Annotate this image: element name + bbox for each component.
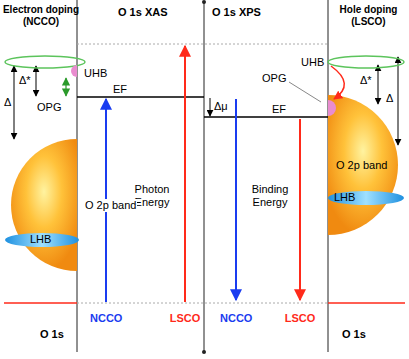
dotted-level	[77, 44, 328, 45]
band-shape: UHB	[290, 52, 407, 74]
band-shape: LHB	[326, 189, 407, 207]
figure-label: OPG	[37, 101, 61, 114]
gap-arrow	[378, 65, 379, 104]
band-shape: UHB	[3, 52, 110, 82]
core-level	[328, 302, 405, 304]
figure-label: LSCO	[169, 312, 201, 325]
line-dot	[202, 0, 206, 4]
figure-label: Hole doping (LSCO)	[330, 4, 407, 27]
figure-label: Binding Energy	[246, 183, 294, 208]
band-shape: LHB	[3, 231, 81, 249]
figure-label: Δμ	[214, 100, 228, 113]
core-level	[4, 302, 77, 304]
figure-label: LSCO	[284, 312, 316, 325]
band-label: O 2p band	[336, 159, 387, 172]
gap-arrow	[14, 66, 15, 139]
figure-label: O 1s	[342, 328, 366, 341]
gap-arrow	[398, 57, 399, 145]
figure-label: OPG	[262, 72, 286, 85]
figure-label: Δ*	[19, 74, 31, 87]
fermi-level	[204, 116, 328, 118]
band-label: UHB	[301, 56, 324, 69]
leader-line	[289, 82, 321, 102]
band-shape: O 2p band	[10, 138, 140, 272]
dotted-level	[77, 303, 328, 304]
band-shape: O 2p band	[328, 60, 407, 236]
xps-arrow	[235, 99, 237, 300]
band-label: LHB	[30, 233, 51, 246]
figure-label: Δ	[386, 92, 393, 105]
figure-label: EF	[113, 83, 127, 96]
xps-arrow	[299, 119, 301, 300]
figure-label: EF	[272, 103, 286, 116]
figure-label: NCCO	[90, 312, 122, 325]
band-label: LHB	[334, 191, 355, 204]
figure-label: Δ	[4, 96, 11, 109]
figure-label: NCCO	[220, 312, 252, 325]
center-line	[204, 2, 205, 352]
line-dot	[202, 350, 206, 354]
shift-arrow	[210, 98, 211, 116]
gap-arrow	[36, 66, 37, 96]
xas-arrow	[184, 46, 186, 302]
band-label: O 2p band	[84, 199, 137, 212]
band-outline	[328, 60, 407, 236]
opg-arrow	[65, 78, 66, 96]
figure-label: Electron doping (NCCO)	[2, 4, 80, 27]
figure-label: O 1s	[40, 328, 64, 341]
figure-label: Δ*	[360, 74, 372, 87]
figure-label: O 1s XPS	[212, 6, 261, 19]
band-label: UHB	[84, 67, 107, 80]
figure-label: O 1s XAS	[118, 6, 168, 19]
